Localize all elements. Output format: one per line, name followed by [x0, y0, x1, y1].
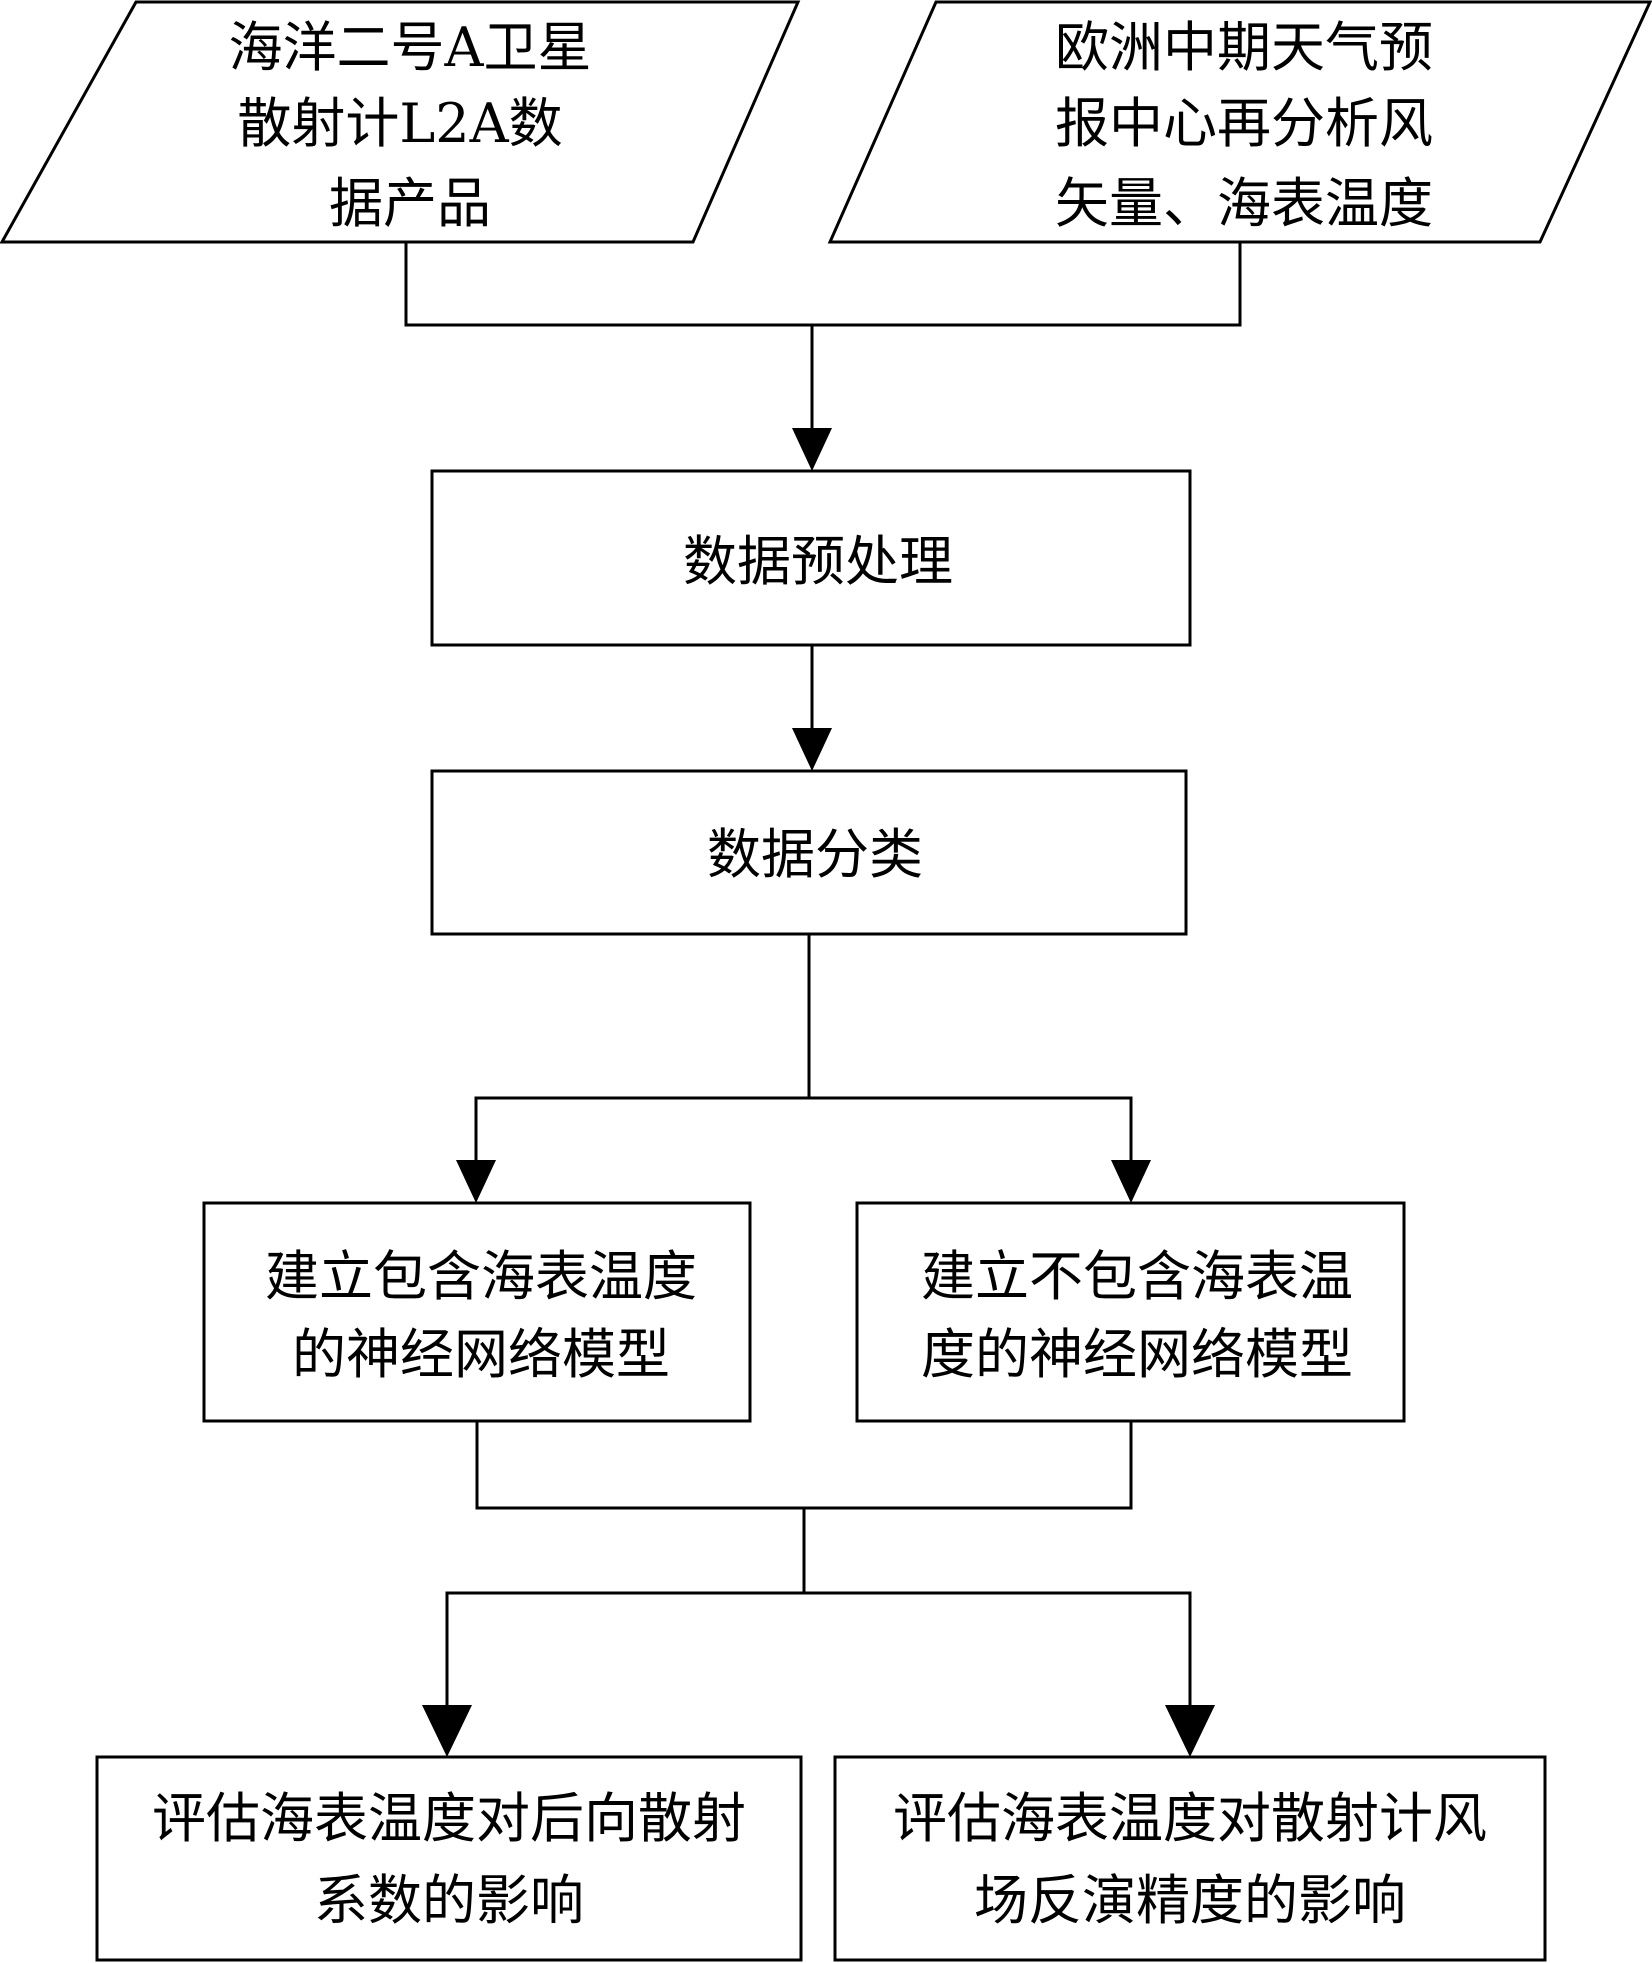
- label-line: 矢量、海表温度: [1055, 172, 1433, 235]
- input-ecmwf-parallelogram: [827, 0, 1652, 244]
- label-line: 度的神经网络模型: [921, 1323, 1353, 1386]
- eval-wind-retrieval-label: 评估海表温度对散射计风 场反演精度的影响: [893, 1787, 1487, 1932]
- to-model-with-sst-arrowhead: [456, 1160, 496, 1203]
- model-without-sst-label: 建立不包含海表温 度的神经网络模型: [921, 1245, 1353, 1386]
- input-ecmwf-label: 欧洲中期天气预 报中心再分析风 矢量、海表温度: [1055, 16, 1433, 235]
- to-eval-backscatter-arrowhead: [422, 1705, 472, 1757]
- label-line: 系数的影响: [314, 1869, 584, 1932]
- label-line: 评估海表温度对散射计风: [893, 1787, 1487, 1850]
- label-line: 据产品: [329, 172, 491, 235]
- input-hy2a-parallelogram: [0, 0, 801, 244]
- input-hy2a-label: 海洋二号A卫星 散射计L2A数 据产品: [229, 16, 592, 235]
- merge-models-connector: [475, 1421, 1133, 1510]
- eval-backscatter-label: 评估海表温度对后向散射 系数的影响: [152, 1787, 746, 1932]
- split-models-connector: [474, 1096, 1133, 1172]
- classify-label: 数据分类: [707, 823, 923, 886]
- label-line: 欧洲中期天气预: [1055, 16, 1433, 79]
- label-line: 数据预处理: [683, 530, 953, 593]
- preprocess-label: 数据预处理: [683, 530, 953, 593]
- to-model-without-sst-arrowhead: [1111, 1160, 1151, 1203]
- split-evaluations-connector: [445, 1591, 1192, 1720]
- to-classify-arrowhead: [792, 728, 832, 771]
- label-line: 场反演精度的影响: [974, 1869, 1406, 1932]
- merge-inputs-connector: [404, 242, 1242, 327]
- label-line: 评估海表温度对后向散射: [152, 1787, 746, 1850]
- to-preprocess-arrowhead: [792, 428, 832, 471]
- label-line: 报中心再分析风: [1055, 92, 1433, 155]
- eval-wind-retrieval-box: [833, 1755, 1547, 1962]
- label-line: 数据分类: [707, 823, 923, 886]
- eval-backscatter-box: [95, 1755, 803, 1962]
- preprocess-box: [430, 469, 1192, 647]
- model-without-sst-box: [855, 1201, 1406, 1423]
- label-line: 的神经网络模型: [292, 1323, 670, 1386]
- label-line: 散射计L2A数: [237, 92, 562, 155]
- label-line: 建立包含海表温度: [265, 1245, 697, 1308]
- label-line: 建立不包含海表温: [921, 1245, 1353, 1308]
- label-line: 海洋二号A卫星: [229, 16, 592, 79]
- model-with-sst-label: 建立包含海表温度 的神经网络模型: [265, 1245, 697, 1386]
- model-with-sst-box: [202, 1201, 752, 1423]
- to-eval-wind-retrieval-arrowhead: [1165, 1705, 1215, 1757]
